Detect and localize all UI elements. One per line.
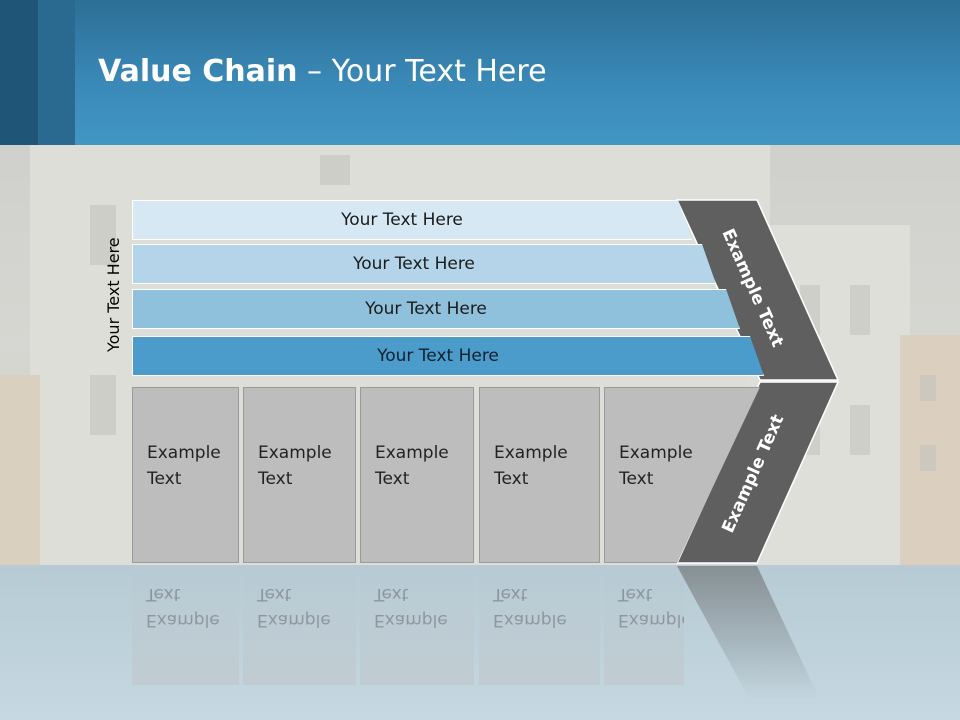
reflection-line: Example [146, 610, 220, 630]
reflection-line: Example [493, 610, 567, 630]
block-line: Text [147, 469, 182, 489]
value-row-3[interactable]: Your Text Here [132, 289, 740, 329]
header-bar: Value Chain – Your Text Here [0, 0, 960, 145]
value-row-4[interactable]: Your Text Here [132, 336, 764, 376]
block-reflection: Example Text [479, 565, 600, 685]
reflection-line: Example [257, 610, 331, 630]
header-accent-band [38, 0, 75, 145]
block-reflection: Example Text [132, 565, 239, 685]
block-line: Example [619, 443, 693, 463]
block-line: Example [494, 443, 568, 463]
header-accent-band [0, 0, 38, 145]
chevron-reflection [677, 566, 820, 700]
value-row-1[interactable]: Your Text Here [132, 200, 692, 240]
block-line: Text [375, 469, 410, 489]
block-line: Example [147, 443, 221, 463]
block-reflection: Example Text [604, 565, 684, 685]
reflection-line: Example [618, 610, 684, 630]
slide-title: Value Chain – Your Text Here [98, 54, 547, 89]
block-line: Text [619, 469, 654, 489]
block-line: Text [494, 469, 529, 489]
block-line: Example [375, 443, 449, 463]
title-rest: – Your Text Here [297, 54, 547, 89]
title-bold: Value Chain [98, 54, 298, 89]
reflection-line: Text [257, 584, 292, 604]
reflection-line: Text [493, 584, 528, 604]
block-reflection: Example Text [243, 565, 356, 685]
row-label: Your Text Here [365, 299, 487, 319]
block-line: Text [258, 469, 293, 489]
row-label: Your Text Here [377, 346, 499, 366]
value-row-2[interactable]: Your Text Here [132, 244, 716, 284]
reflection-line: Example [374, 610, 448, 630]
row-label: Your Text Here [353, 254, 475, 274]
block-reflection: Example Text [360, 565, 474, 685]
row-label: Your Text Here [341, 210, 463, 230]
reflection-line: Text [618, 584, 653, 604]
block-line: Example [258, 443, 332, 463]
reflection-line: Text [374, 584, 409, 604]
reflection-line: Text [146, 584, 181, 604]
